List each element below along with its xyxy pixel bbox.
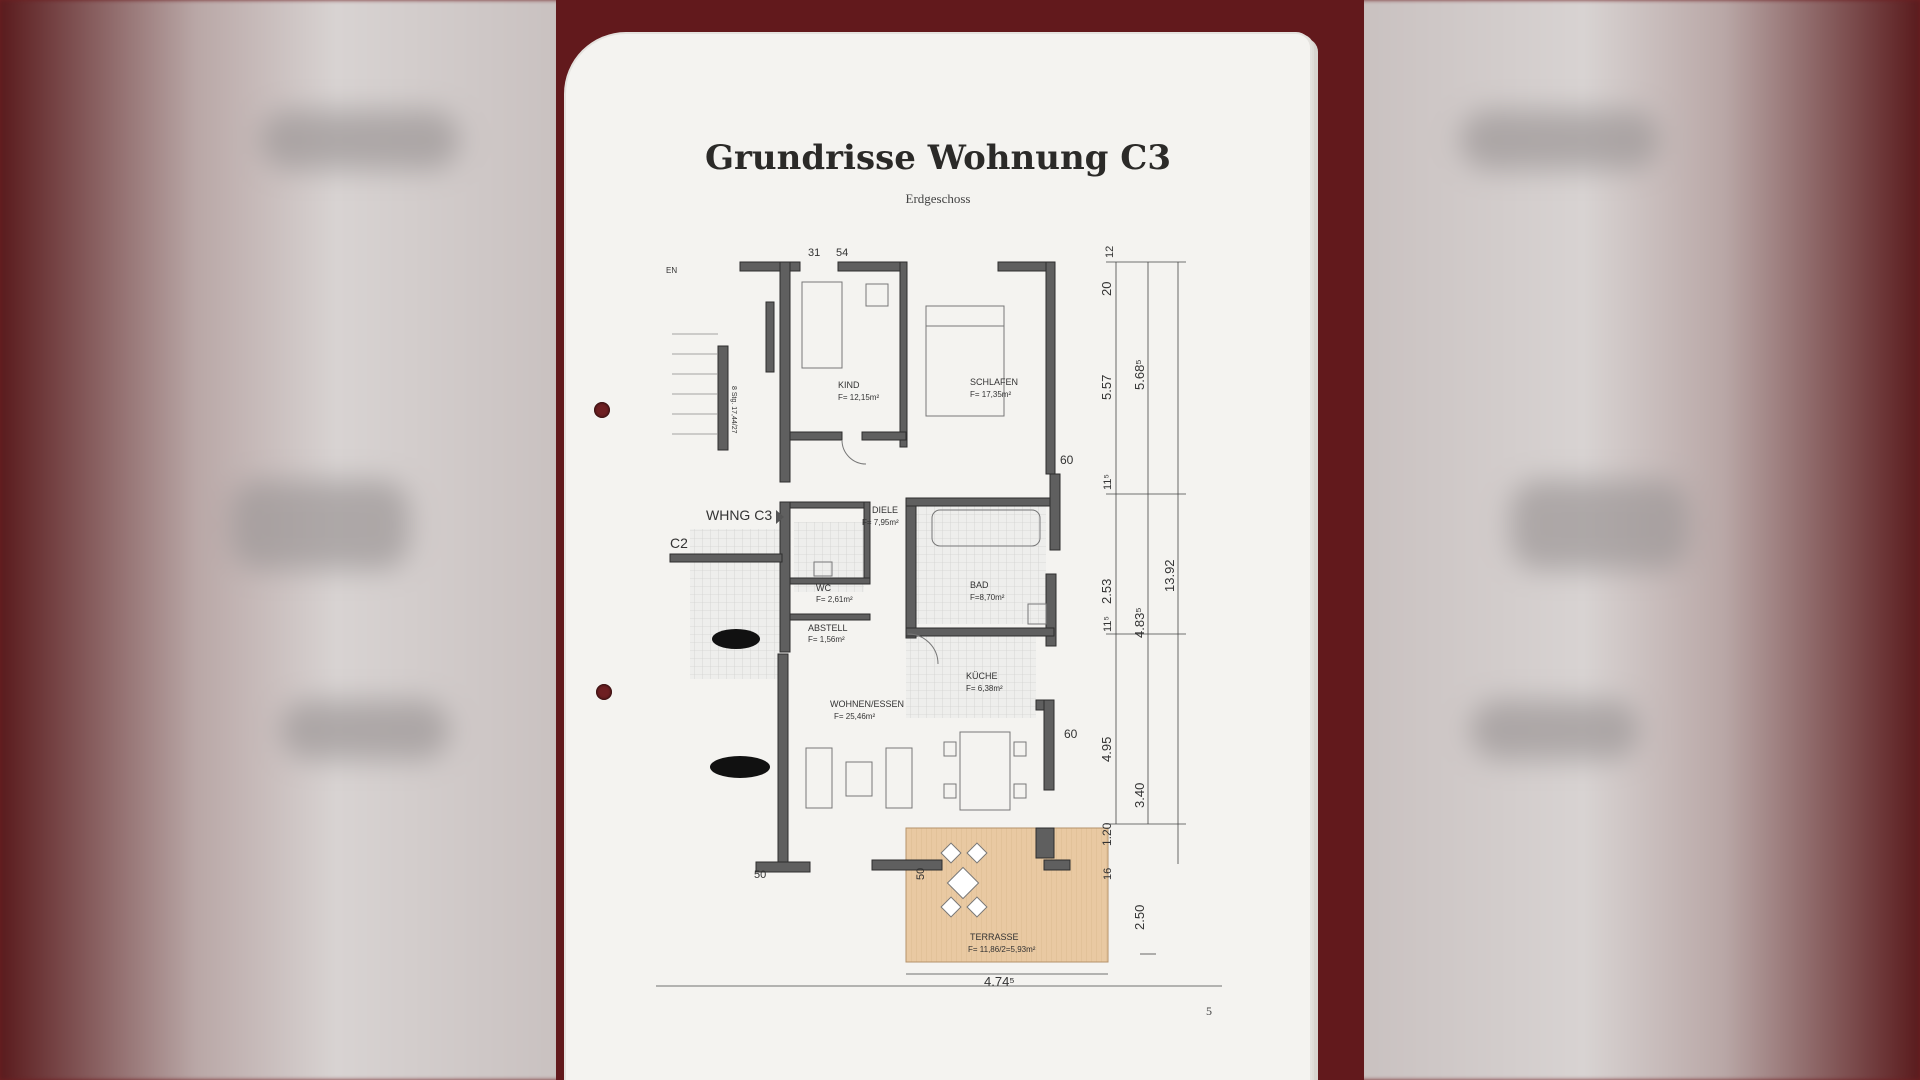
unit-label: WHNG C3 xyxy=(706,507,772,523)
room-label-diele: DIELE xyxy=(872,505,898,515)
terrace-table xyxy=(940,842,988,918)
dim-right-115-top: 11⁵ xyxy=(1102,474,1114,490)
kueche-tile-floor xyxy=(906,634,1036,718)
room-label-terrasse: TERRASSE xyxy=(970,932,1019,942)
punch-hole-bottom xyxy=(596,684,612,700)
room-area-terrasse: F= 11,86/2=5,93m² xyxy=(968,945,1036,954)
room-label-bad: BAD xyxy=(970,580,989,590)
dim-right-12: 12 xyxy=(1104,246,1116,258)
room-label-schlafen: SCHLAFEN xyxy=(970,377,1018,387)
dim-right-20: 20 xyxy=(1099,282,1114,296)
page-subtitle: Erdgeschoss xyxy=(905,191,971,206)
room-label-wohnen-essen: WOHNEN/ESSEN xyxy=(830,699,904,709)
dim-right-5685: 5.68⁵ xyxy=(1132,359,1147,390)
dim-right-253: 2.53 xyxy=(1099,579,1114,604)
room-area-kind: F= 12,15m² xyxy=(838,393,879,402)
neighbor-tile-floor xyxy=(690,529,782,679)
room-label-abstell: ABSTELL xyxy=(808,623,848,633)
bad-tile-floor xyxy=(906,504,1046,624)
stairs xyxy=(672,333,718,435)
dim-right-60-top: 60 xyxy=(1060,453,1074,467)
room-area-schlafen: F= 17,35m² xyxy=(970,390,1011,399)
room-area-bad: F=8,70m² xyxy=(970,593,1005,602)
dim-bottom-50-mid: 50 xyxy=(915,868,927,880)
blurred-left-background xyxy=(0,0,560,1080)
room-area-diele: F= 7,95m² xyxy=(862,518,899,527)
neighbor-unit-label: C2 xyxy=(670,535,688,551)
walls xyxy=(669,261,1071,873)
punch-hole-top xyxy=(594,402,610,418)
floor-plan: KIND F= 12,15m² SCHLAFEN F= 17,35m² DIEL… xyxy=(656,246,1222,989)
room-label-wc: WC xyxy=(816,583,831,593)
document-page: Grundrisse Wohnung C3 Erdgeschoss 5 xyxy=(566,34,1310,1080)
dim-right-4835: 4.83⁵ xyxy=(1132,607,1147,638)
dim-right-340: 3.40 xyxy=(1132,783,1147,808)
dim-bottom-50-left: 50 xyxy=(754,869,766,881)
dim-right-250: 2.50 xyxy=(1132,905,1147,930)
room-area-abstell: F= 1,56m² xyxy=(808,635,845,644)
stair-label: 8 Stg. 17,44/27 xyxy=(730,386,737,434)
terrace-deck xyxy=(905,827,1109,963)
room-area-wc: F= 2,61m² xyxy=(816,595,853,604)
room-area-kueche: F= 6,38m² xyxy=(966,684,1003,693)
page-title: Grundrisse Wohnung C3 xyxy=(704,138,1172,178)
dim-right-557: 5.57 xyxy=(1099,375,1114,400)
page-number: 5 xyxy=(1206,1004,1212,1018)
room-label-kind: KIND xyxy=(838,380,860,390)
dimension-lines xyxy=(656,261,1222,987)
blurred-right-background xyxy=(1360,0,1920,1080)
redaction-mark-top xyxy=(712,629,760,649)
room-area-wohnen-essen: F= 25,46m² xyxy=(834,712,875,721)
dim-top-54: 54 xyxy=(836,247,848,259)
furniture xyxy=(801,281,1047,811)
dim-bottom-4745: 4.74⁵ xyxy=(984,974,1015,989)
edge-label: EN xyxy=(666,266,677,275)
unit-arrow-icon xyxy=(776,510,784,524)
dim-right-1392: 13.92 xyxy=(1162,559,1177,592)
dim-right-120: 1.20 xyxy=(1100,822,1114,846)
dim-top-31: 31 xyxy=(808,247,820,259)
dim-right-115-mid: 11⁵ xyxy=(1102,616,1114,632)
dim-right-60-mid: 60 xyxy=(1064,727,1078,741)
dim-right-495: 4.95 xyxy=(1099,737,1114,762)
dim-right-16: 16 xyxy=(1102,868,1114,880)
room-label-kueche: KÜCHE xyxy=(966,671,998,681)
redaction-mark-bottom xyxy=(710,756,770,778)
